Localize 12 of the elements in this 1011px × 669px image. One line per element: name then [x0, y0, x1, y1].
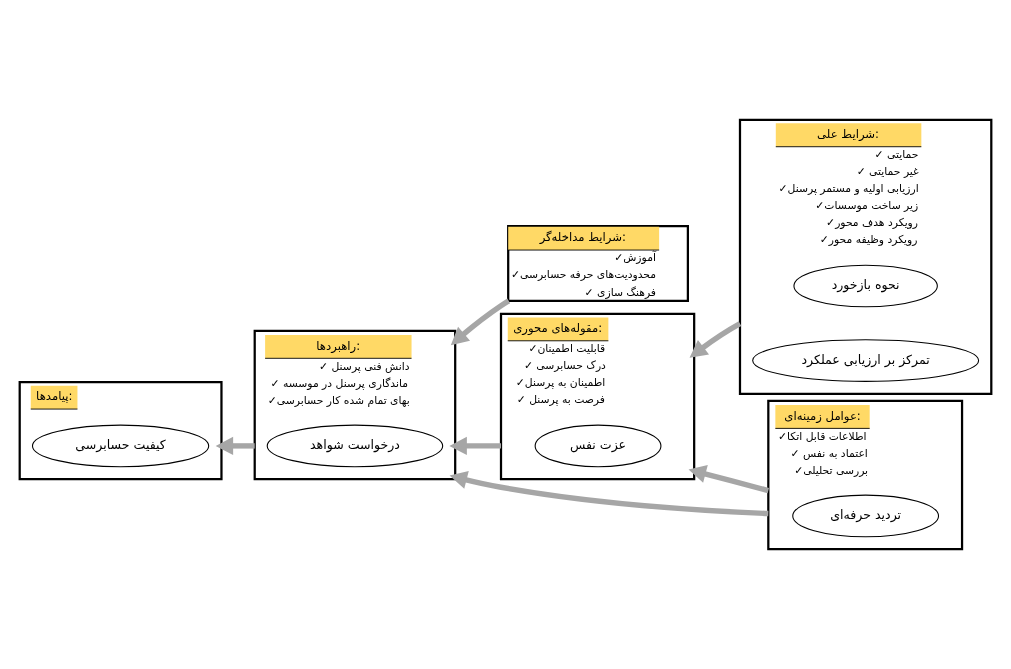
arrow [449, 436, 501, 456]
node-ellipse: درخواست شواهد [266, 424, 444, 468]
arrow [689, 321, 742, 358]
arrow [449, 470, 769, 517]
arrow [688, 465, 769, 494]
arrow [450, 298, 511, 346]
node-ellipse: نحوه بازخورد [793, 264, 938, 308]
node-ellipse: عزت نفس [534, 424, 662, 468]
node-ellipse: تردید حرفه‌ای [792, 494, 940, 538]
arrow [215, 436, 255, 456]
node-ellipse: کیفیت حسابرسی [31, 424, 210, 468]
node-ellipse: تمرکز بر ارزیابی عملکرد [752, 339, 980, 382]
